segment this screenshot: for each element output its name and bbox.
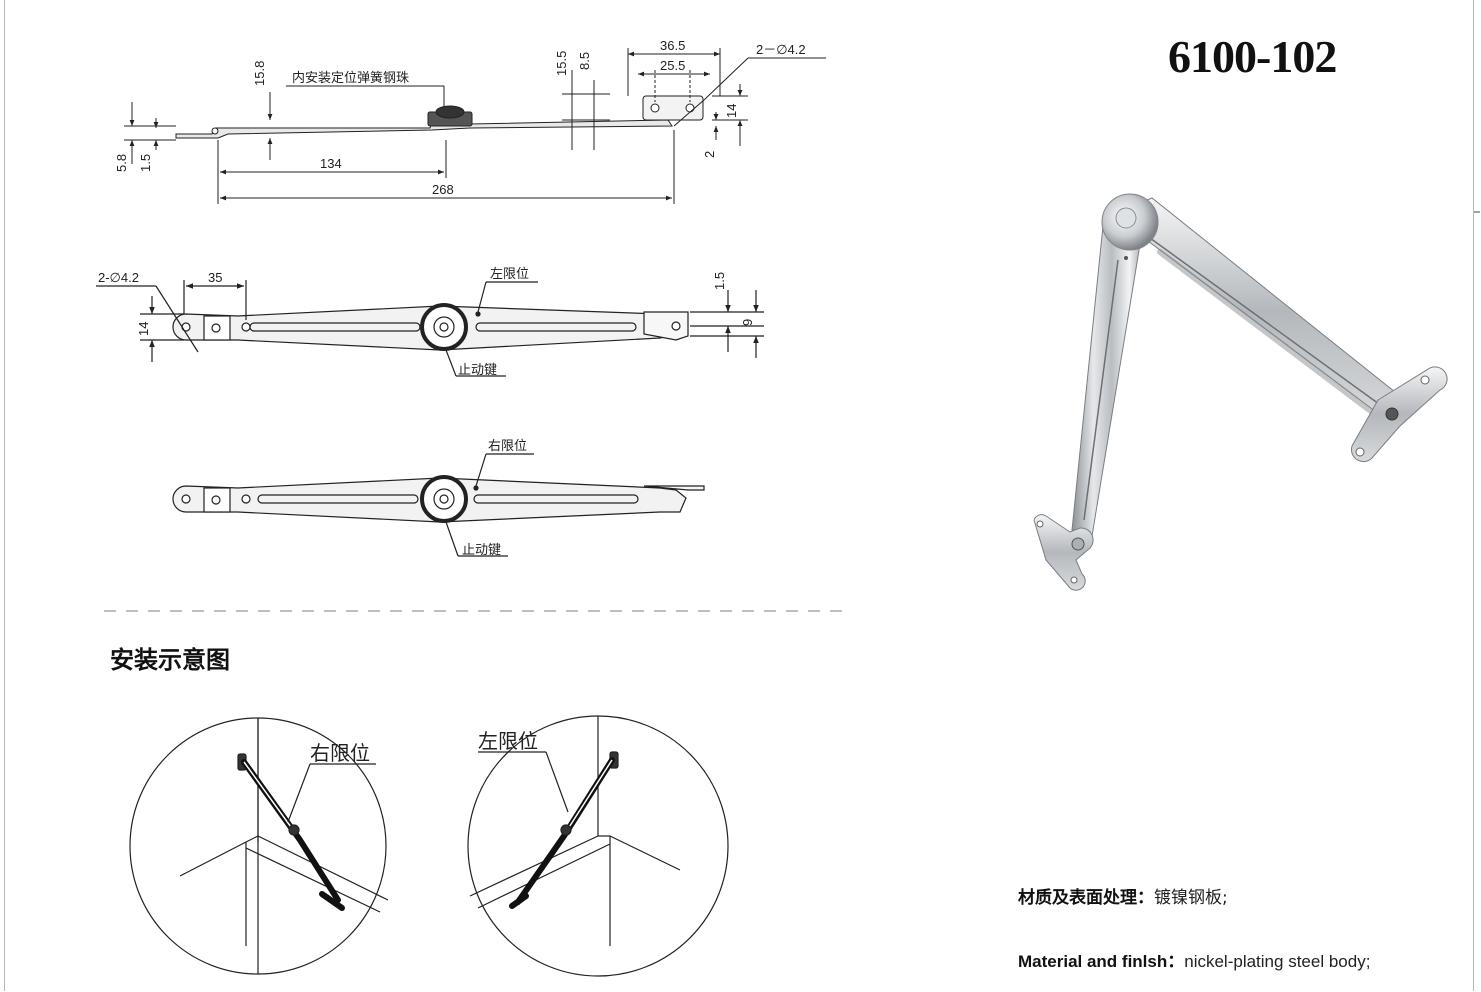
side-hole-dim: 2－∅4.2	[756, 42, 806, 57]
dim-1-5-side: 1.5	[138, 154, 153, 172]
model-number: 6100-102	[1168, 31, 1337, 82]
install-diagram-left	[467, 715, 729, 977]
left-limit-label: 左限位	[490, 267, 529, 282]
spec-en: Material and finlsh：nickel-plating steel…	[1018, 947, 1370, 972]
dim-14-top: 14	[136, 322, 151, 336]
side-view	[124, 48, 826, 204]
dim-14-side: 14	[724, 104, 739, 118]
dim-25-5: 25.5	[660, 58, 685, 73]
dim-9: 9	[740, 319, 755, 326]
stop-key-label-2: 止动键	[462, 543, 501, 558]
spec-cn-value: 镀镍钢板;	[1154, 888, 1228, 908]
top-view-left-labels: 2-∅4.2 35 14 1.5 9 左限位 止动键	[98, 267, 755, 378]
install-right-label: 右限位	[310, 741, 370, 765]
dim-2: 2	[702, 151, 717, 158]
dim-15-5: 15.5	[554, 51, 569, 76]
install-diagram-right-labels: 右限位	[310, 741, 370, 765]
install-diagram-left-labels: 左限位	[478, 729, 538, 753]
page-border	[4, 0, 1474, 991]
dim-134: 134	[320, 156, 342, 171]
dim-5-8: 5.8	[114, 154, 129, 172]
top-view-right-labels: 右限位 止动键	[462, 439, 527, 558]
top-hole-dim: 2-∅4.2	[98, 270, 139, 285]
spec-cn-label: 材质及表面处理：	[1018, 888, 1154, 908]
dim-268: 268	[432, 182, 454, 197]
dim-8-5: 8.5	[577, 52, 592, 70]
product-render	[1033, 193, 1448, 591]
dim-36-5: 36.5	[660, 38, 685, 53]
stop-key-label-1: 止动键	[458, 363, 497, 378]
side-view-labels: 内安装定位弹簧钢珠 15.8 15.5 8.5 36.5 25.5 2－∅4.2…	[114, 38, 806, 197]
spring-ball-callout: 内安装定位弹簧钢珠	[292, 70, 409, 86]
dim-35: 35	[208, 270, 222, 285]
install-diagram-right	[129, 717, 389, 975]
top-view-right	[172, 453, 705, 557]
spec-cn: 材质及表面处理：镀镍钢板;	[1018, 883, 1228, 908]
top-view-left	[96, 280, 764, 377]
section-title: 安装示意图	[110, 646, 230, 674]
dim-1-5-top: 1.5	[712, 272, 727, 290]
right-limit-label: 右限位	[488, 439, 527, 454]
spec-en-label: Material and finlsh：	[1018, 952, 1185, 971]
install-left-label: 左限位	[478, 729, 538, 753]
spec-en-value: nickel-plating steel body;	[1184, 952, 1371, 971]
dim-15-8: 15.8	[252, 61, 267, 86]
